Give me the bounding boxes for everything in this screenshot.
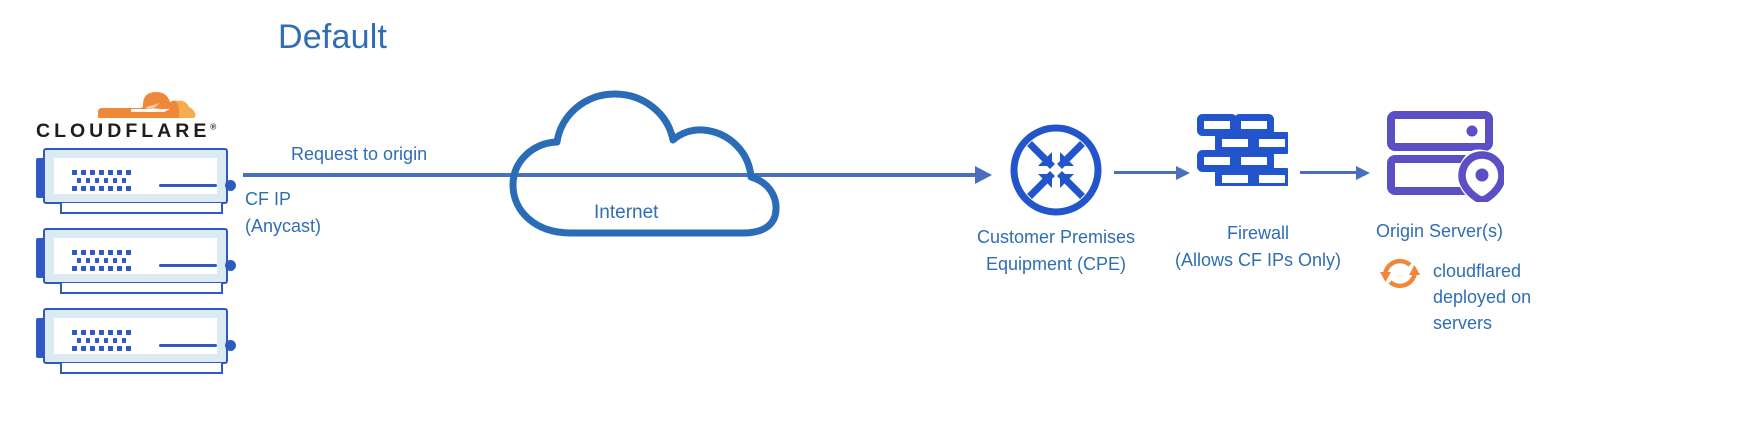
cloudflare-wordmark: CLOUDFLARE® (36, 120, 226, 143)
firewall-label: Firewall (Allows CF IPs Only) (1160, 220, 1356, 274)
cloudflared-label: cloudflared deployed on servers (1433, 258, 1531, 336)
registered-mark: ® (210, 122, 217, 132)
server-face (54, 318, 236, 354)
server-status-line (159, 264, 217, 267)
server-body (43, 228, 236, 284)
cloudflare-server-1 (36, 148, 236, 214)
right-arrow-icon (975, 166, 992, 184)
cf-ip-label: CF IP (Anycast) (245, 186, 321, 240)
cloudflare-server-3 (36, 308, 236, 374)
server-body (43, 148, 236, 204)
server-base (60, 363, 223, 374)
internet-label: Internet (594, 202, 659, 223)
right-arrow-icon (1356, 165, 1370, 180)
cpe-label-line2: Equipment (CPE) (985, 254, 1127, 274)
firewall-to-origin-arrow-line (1300, 171, 1362, 174)
server-status-line (159, 184, 217, 187)
firewall-label-line1: Firewall (1226, 223, 1289, 243)
server-base (60, 203, 223, 214)
cpe-label: Customer Premises Equipment (CPE) (950, 224, 1162, 278)
page-title: Default (278, 18, 388, 56)
server-status-dot (225, 260, 236, 271)
internet-cloud-icon (505, 85, 785, 240)
server-body (43, 308, 236, 364)
server-base (60, 283, 223, 294)
server-face (54, 158, 236, 194)
server-location-pin-icon (1386, 110, 1507, 207)
cloudflared-label-line3: servers (1433, 313, 1493, 333)
server-face (54, 238, 236, 274)
request-to-origin-label: Request to origin (291, 144, 428, 164)
server-status-line (159, 344, 217, 347)
cloudflared-label-line2: deployed on (1433, 287, 1532, 307)
firewall-label-line2: (Allows CF IPs Only) (1174, 250, 1342, 270)
converging-arrows-circle-icon (1008, 122, 1104, 218)
sync-arrows-icon (1378, 253, 1422, 293)
cloudflared-label-line1: cloudflared (1433, 261, 1522, 281)
request-arrow-line (243, 173, 983, 177)
server-status-dot (225, 340, 236, 351)
cf-ip-label-line1: CF IP (245, 189, 292, 209)
server-status-dot (225, 180, 236, 191)
cf-ip-label-line2: (Anycast) (245, 216, 322, 236)
cloudflare-wordmark-text: CLOUDFLARE (36, 120, 211, 142)
cpe-to-firewall-arrow-line (1114, 171, 1182, 174)
cloudflare-logo: CLOUDFLARE® (36, 84, 226, 146)
cloudflare-server-2 (36, 228, 236, 294)
cpe-label-line1: Customer Premises (976, 227, 1136, 247)
cloudflare-cloud-icon (98, 92, 196, 118)
brick-wall-icon (1196, 114, 1292, 190)
right-arrow-icon (1176, 165, 1190, 180)
origin-server-label: Origin Server(s) (1376, 221, 1504, 241)
